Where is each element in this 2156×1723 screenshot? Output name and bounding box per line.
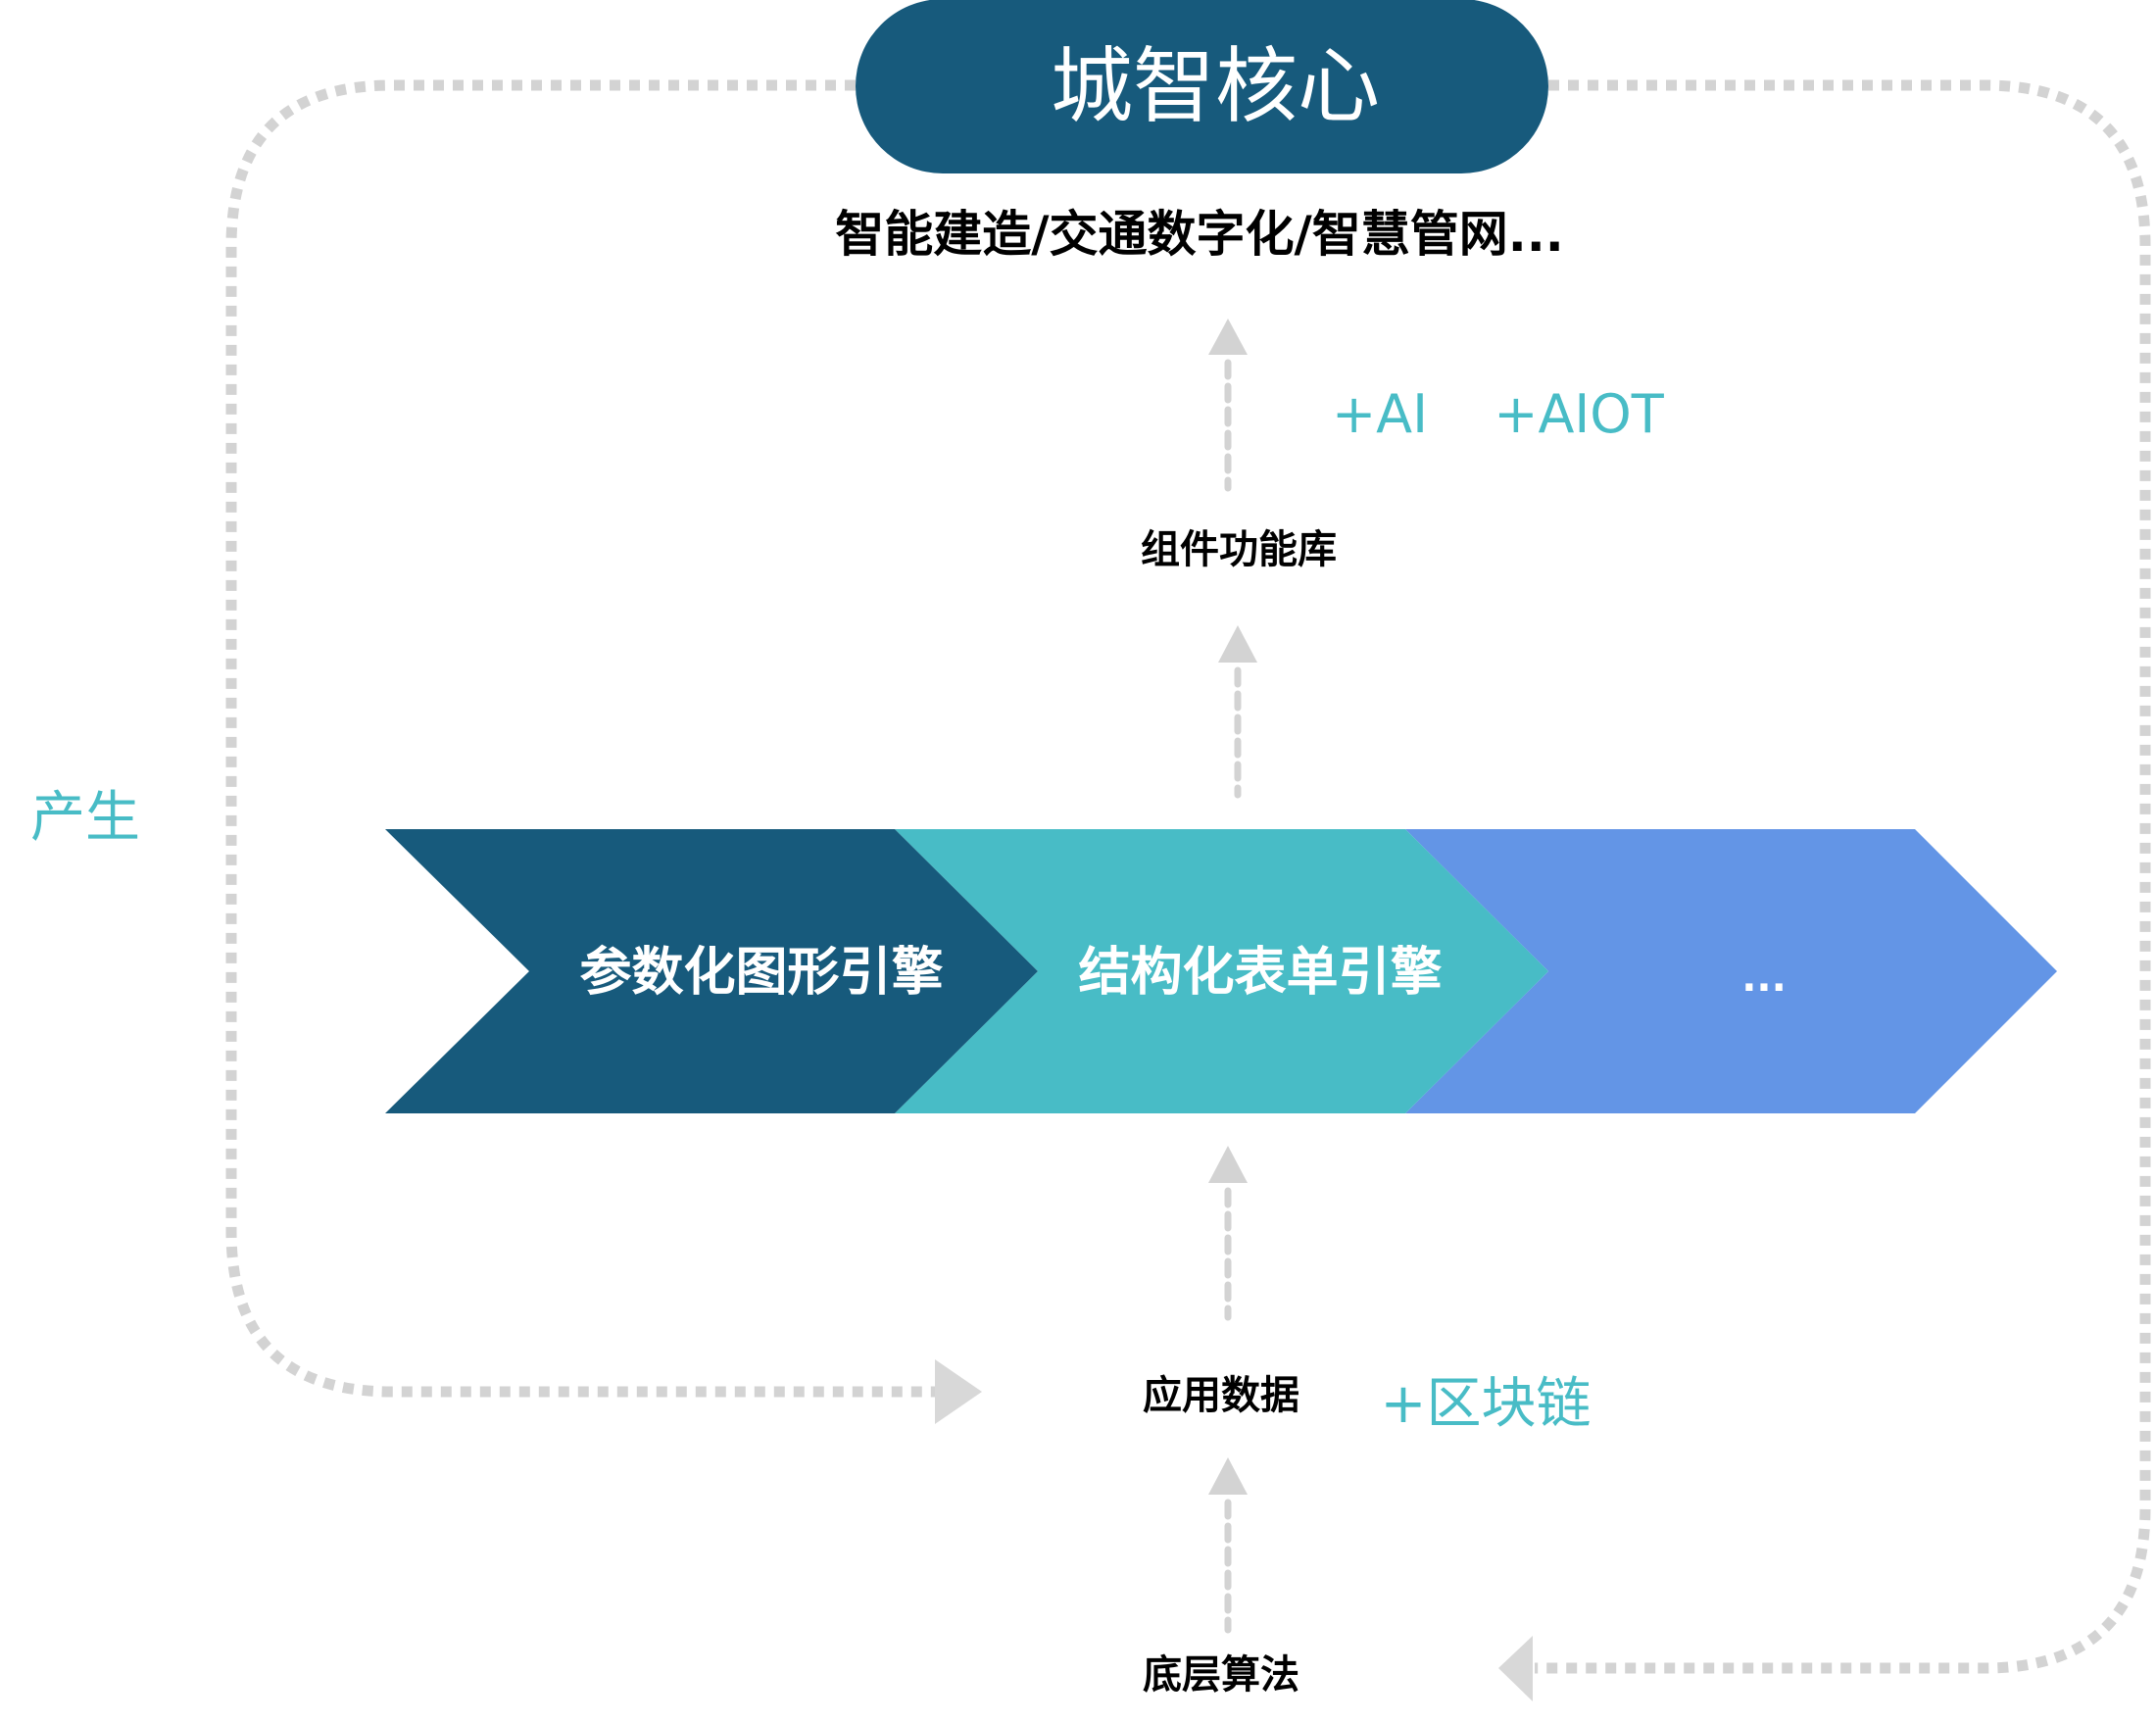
arrow-up-1 bbox=[1208, 319, 1248, 492]
arrow-up-icon bbox=[1208, 1146, 1248, 1183]
layer-app-data: 应用数据 bbox=[1143, 1373, 1299, 1418]
arrow-up-2 bbox=[1218, 625, 1257, 799]
layer-algorithms: 底层算法 bbox=[1143, 1652, 1299, 1698]
core-pill bbox=[856, 0, 1548, 173]
arrow-up-icon bbox=[1208, 1457, 1248, 1495]
arrow-up-4 bbox=[1208, 1457, 1248, 1634]
addon-blockchain: +区块链 bbox=[1380, 1372, 1592, 1436]
core-subtitle: 智能建造/交通数字化/智慧管网... bbox=[835, 206, 1564, 263]
chevron-1 bbox=[385, 829, 1038, 1113]
arrow-right-icon bbox=[935, 1359, 982, 1424]
feedback-loop-right bbox=[1535, 79, 2151, 1674]
arrow-up-icon bbox=[1208, 319, 1248, 355]
addon-aiot: +AIOT bbox=[1494, 383, 1664, 445]
engine-label-1: 参数化图形引擎 bbox=[579, 942, 944, 1003]
engine-label-2: 结构化表单引擎 bbox=[1078, 942, 1443, 1003]
layer-components: 组件功能库 bbox=[1141, 527, 1337, 572]
side-label-produce: 产生 bbox=[30, 786, 140, 850]
chevron-2 bbox=[895, 829, 1548, 1113]
arrow-up-3 bbox=[1208, 1146, 1248, 1321]
arrow-left-icon bbox=[1498, 1636, 1533, 1701]
arrow-up-icon bbox=[1218, 625, 1257, 663]
core-title: 城智核心 bbox=[1050, 38, 1381, 134]
chevron-3 bbox=[1405, 829, 2057, 1113]
feedback-loop-left bbox=[225, 79, 936, 1398]
engine-label-3: ... bbox=[1741, 956, 1787, 1001]
addon-ai: +AI bbox=[1331, 383, 1429, 445]
